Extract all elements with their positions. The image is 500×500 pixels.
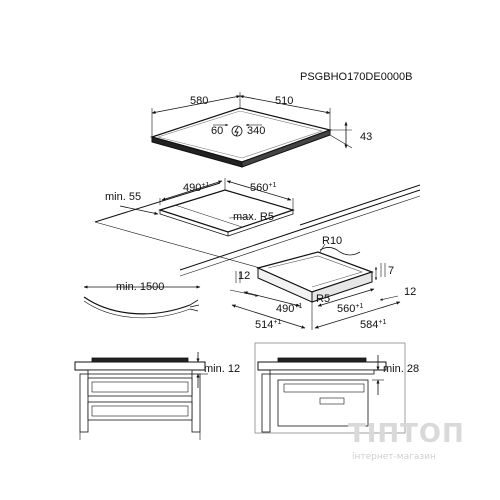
oven-section-drawing: [254, 342, 406, 434]
edge-distance-label: min. 55: [105, 191, 141, 203]
cutout-depth-label: 560+1: [250, 182, 276, 194]
frame-corner-drawing: [229, 243, 401, 330]
hob-width-label: 580: [190, 95, 208, 107]
frame-outer-radius-label: R10: [322, 235, 342, 247]
frame-inner-radius-label: R5: [316, 293, 330, 305]
model-code: PSGBHO170DE0000B: [300, 71, 413, 83]
drawer-section-drawing: [74, 352, 208, 440]
frame-outer-depth-label: 584+1: [360, 319, 386, 331]
hob-front-offset-label: 60: [211, 125, 223, 137]
hob-depth-label: 510: [275, 95, 293, 107]
frame-outer-depth-dimension: [314, 301, 401, 329]
hob-cable-offset-label: 340: [247, 125, 265, 137]
power-cable-drawing: [83, 285, 201, 319]
frame-outer-width-dimension: [231, 304, 306, 329]
hob-width-dimension: [151, 95, 241, 114]
oven-clearance-label: min. 28: [383, 363, 419, 375]
cutout-depth-dimension: [226, 180, 292, 201]
cutout-width-dimension: [161, 180, 223, 201]
frame-height-label: 7: [388, 265, 394, 277]
countertop-cutout-drawing: [94, 178, 421, 277]
drawer-clearance-label: min. 12: [204, 363, 240, 375]
frame-side-right-label: 12: [404, 286, 416, 298]
watermark-brand: ТІПТОП: [348, 419, 465, 449]
cutout-width-label: 490+1: [183, 182, 209, 194]
power-icon: [231, 125, 243, 137]
hob-height-label: 43: [360, 131, 372, 143]
frame-inner-width-dimension: [243, 291, 301, 307]
frame-outer-width-label: 514+1: [255, 319, 281, 331]
corner-radius-label: max. R5: [233, 211, 274, 223]
frame-inner-width-label: 490+1: [276, 303, 302, 315]
edge-distance-dimension: [119, 205, 159, 215]
frame-inner-depth-label: 560+1: [337, 303, 363, 315]
hob-depth-dimension: [239, 95, 331, 114]
hob-drawing: [149, 92, 353, 168]
frame-side-left-label: 12: [238, 270, 250, 282]
watermark-subtitle: інтернет-магазин: [352, 452, 436, 462]
cable-length-label: min. 1500: [116, 281, 164, 293]
